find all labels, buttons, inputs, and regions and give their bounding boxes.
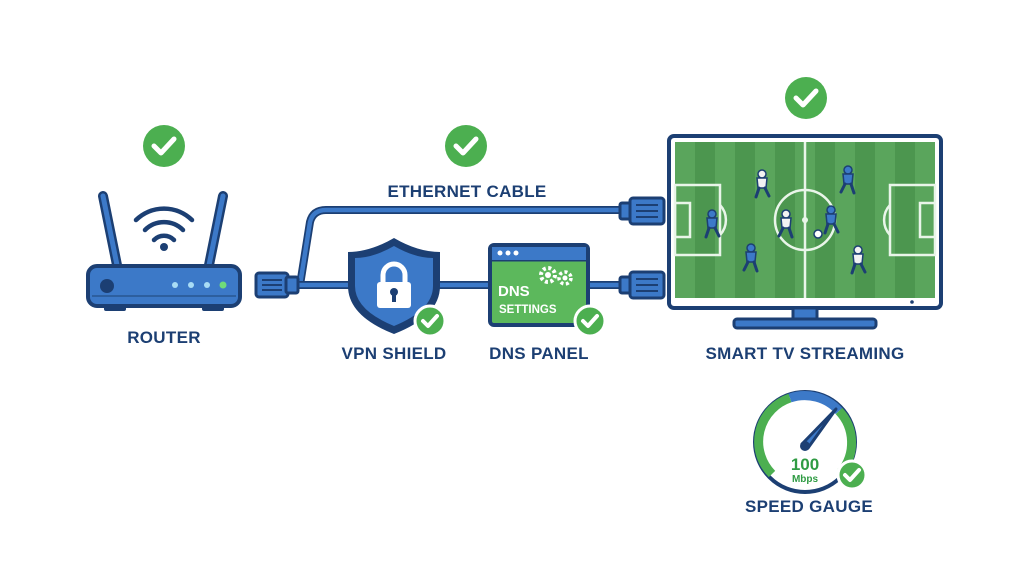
pitch-lines	[673, 142, 937, 298]
gauge-value: 100	[791, 455, 819, 474]
rj45-plug-tv-bottom	[618, 270, 666, 300]
dns-screen-line1: DNS	[498, 283, 530, 300]
check-icon	[445, 125, 487, 167]
dns-panel: DNS SETTINGS	[488, 243, 590, 327]
check-badges	[143, 77, 868, 491]
dns-screen-line2: SETTINGS	[499, 304, 557, 316]
wifi-icon	[133, 206, 195, 251]
smart-tv-label: SMART TV STREAMING	[705, 344, 904, 363]
soccer-ball-icon	[813, 229, 823, 239]
vpn-shield-label: VPN SHIELD	[341, 344, 446, 363]
check-icon	[143, 125, 185, 167]
check-icon	[836, 459, 868, 491]
gauge-unit: Mbps	[792, 474, 819, 485]
rj45-plug-router	[254, 271, 300, 299]
lock-icon	[377, 261, 411, 308]
speed-gauge-label: SPEED GAUGE	[745, 497, 873, 516]
check-icon	[413, 304, 447, 338]
ethernet-cable-label: ETHERNET CABLE	[387, 182, 546, 201]
check-icon	[573, 304, 607, 338]
vpn-shield	[348, 238, 440, 334]
router	[86, 191, 242, 311]
check-icon	[785, 77, 827, 119]
router-label: ROUTER	[127, 328, 201, 347]
soccer-players	[704, 165, 867, 275]
rj45-plug-tv-top	[618, 196, 666, 226]
smart-tv	[667, 134, 943, 330]
dns-panel-label: DNS PANEL	[489, 344, 589, 363]
gear-icon	[539, 266, 573, 286]
